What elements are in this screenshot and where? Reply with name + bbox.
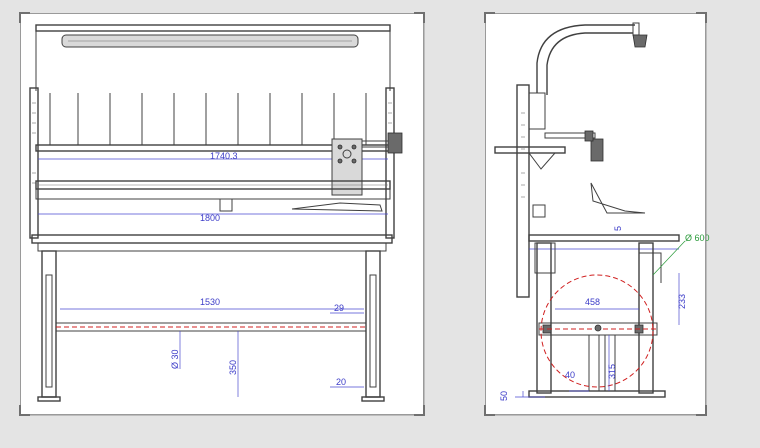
post-slots (521, 112, 525, 198)
viewport-corner-mark (414, 12, 425, 23)
dim-table-width: 1800 (200, 213, 220, 223)
upright-slots (32, 102, 392, 184)
dim-top-gap: 5 (613, 226, 623, 231)
front-view-dimensions: 1740.3 1800 1530 29 Ø 30 350 20 (170, 151, 346, 387)
viewport-corner-mark (484, 12, 495, 23)
dim-foot-spacing: 40 (565, 370, 575, 380)
front-view-drawing (29, 24, 403, 402)
dim-circle-diameter: Ø 600 (685, 233, 710, 243)
dim-leg-height: 233 (677, 294, 687, 309)
dim-foot-offset: 20 (336, 377, 346, 387)
front-view-viewport[interactable]: 1740.3 1800 1530 29 Ø 30 350 20 (19, 12, 425, 416)
dim-side-offset: 29 (334, 303, 344, 313)
dim-shelf-width: 1740.3 (210, 151, 238, 161)
dim-inner-width: 1530 (200, 297, 220, 307)
dim-lower-height: 315 (607, 364, 617, 379)
dim-crossbar-height: 350 (228, 360, 238, 375)
side-view-viewport[interactable]: 5 Ø 600 458 233 40 315 50 (484, 12, 710, 416)
side-view-dimensions: 5 Ø 600 458 233 40 315 50 (499, 226, 710, 401)
side-view-drawing (494, 22, 686, 398)
dim-foot-height: 50 (499, 391, 509, 401)
shelf-dividers (49, 93, 367, 145)
dim-frame-depth: 458 (585, 297, 600, 307)
viewport-corner-mark (696, 405, 707, 416)
viewport-corner-mark (484, 405, 495, 416)
dim-tube-diameter: Ø 30 (170, 349, 180, 369)
viewport-corner-mark (19, 405, 30, 416)
viewport-corner-mark (19, 12, 30, 23)
viewport-corner-mark (696, 12, 707, 23)
viewport-corner-mark (414, 405, 425, 416)
